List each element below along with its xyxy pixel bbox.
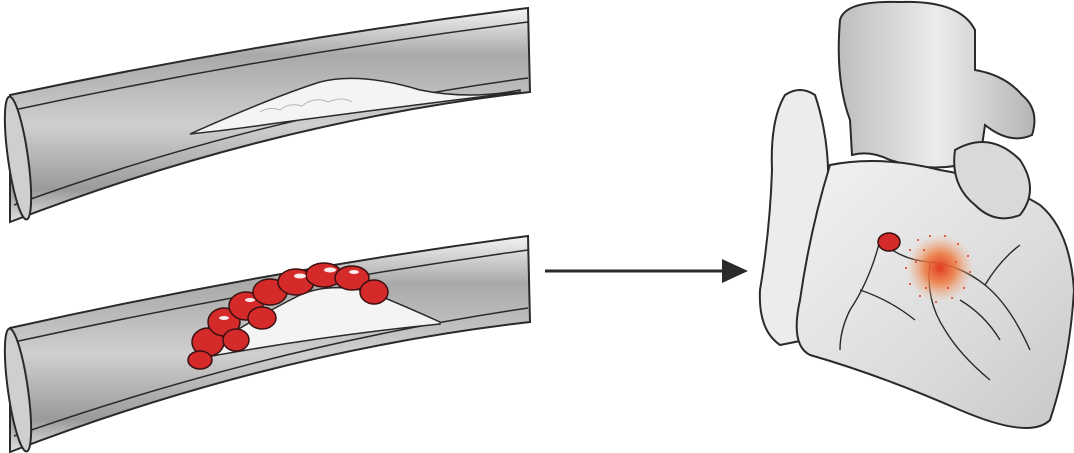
arrow-head-icon [722, 259, 748, 283]
artery-with-plaque [0, 8, 530, 222]
coronary-blockage [878, 233, 900, 251]
arrow-connector [545, 259, 748, 283]
infarct-area [906, 234, 974, 302]
artery-with-clot-on-plaque [0, 236, 530, 453]
heart-aorta [839, 2, 1035, 168]
heart-with-infarct [760, 2, 1074, 428]
